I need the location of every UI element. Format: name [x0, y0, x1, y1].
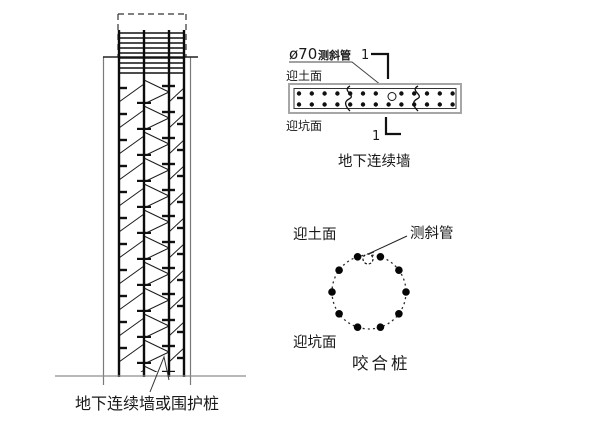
column-caption-leader	[149, 355, 170, 393]
column-caption: 地下连续墙或围护桩	[75, 394, 219, 413]
pile-rebar-dots	[328, 252, 410, 332]
secant-pile-figure: 迎土面 测斜管 迎坑面 咬合桩	[293, 225, 454, 373]
wall-face-lines	[102, 57, 192, 385]
wall-pipe-diameter-label: ø70	[289, 45, 317, 63]
wall-rebar-dots-bottom	[296, 102, 455, 107]
pile-inclinometer-pipe	[362, 253, 374, 265]
pile-pit-side-label: 迎坑面	[293, 334, 337, 351]
wall-pipe-name-label: 测斜管	[318, 48, 351, 62]
section-cut-mark-top	[371, 52, 390, 79]
pile-dotted-outline	[331, 254, 407, 330]
rebar-column-figure: 地下连续墙或围护桩	[55, 13, 246, 413]
wall-section-caption: 地下连续墙	[338, 153, 411, 170]
wall-pipe-leader	[289, 61, 392, 94]
section-mark-bottom-number: 1	[372, 129, 380, 144]
top-rebar-rungs	[119, 32, 184, 74]
pile-soil-side-label: 迎土面	[293, 226, 337, 243]
section-mark-top-number: 1	[361, 48, 369, 63]
pile-pipe-label: 测斜管	[410, 225, 454, 242]
wall-pit-side-label: 迎坑面	[286, 118, 322, 133]
wall-rebar-dots-top	[296, 91, 455, 96]
section-cut-mark-bottom	[384, 117, 401, 136]
dashed-cap-outline	[117, 13, 187, 57]
wall-section-figure: ø70 测斜管 1 迎土面	[286, 45, 462, 170]
break-squiggle-right	[412, 85, 420, 112]
vertical-rebar-bars	[117, 30, 186, 377]
pile-caption: 咬合桩	[352, 354, 411, 373]
wall-soil-side-label: 迎土面	[286, 69, 322, 83]
rebar-lattice-body	[119, 78, 184, 372]
break-squiggle-left	[344, 85, 352, 112]
wall-inclinometer-pipe	[387, 92, 397, 101]
